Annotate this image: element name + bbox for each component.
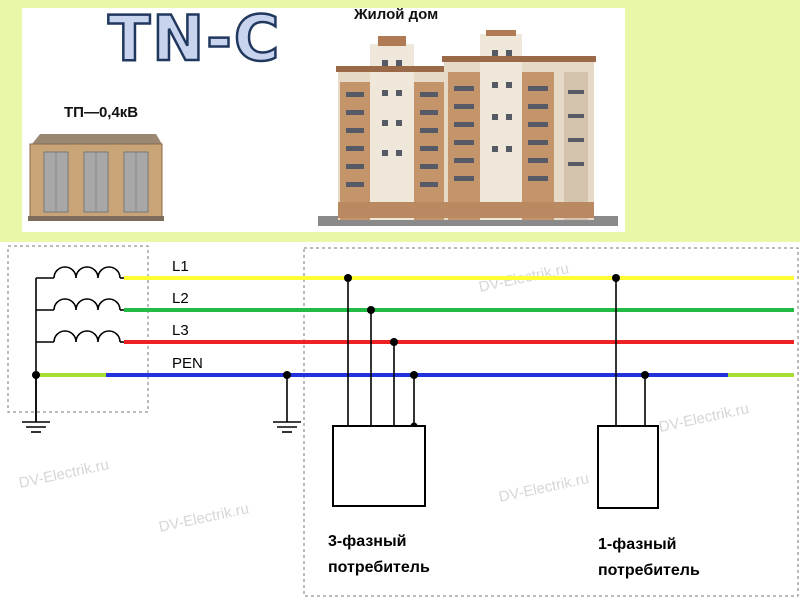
- three-phase-consumer-label: 3-фазный: [328, 533, 406, 550]
- transformer-windings: [35, 266, 121, 422]
- ground-symbol: [273, 375, 301, 433]
- watermark: DV-Electrik.ru: [17, 456, 110, 492]
- wire-label-l3: L3: [172, 322, 189, 339]
- ground-symbol: [22, 375, 50, 433]
- page-title: TN-C: [107, 2, 282, 75]
- three-phase-leads: [347, 278, 415, 435]
- substation-label: ТП—0,4кВ: [64, 104, 139, 121]
- single-phase-consumer-box: [597, 425, 659, 509]
- three-phase-consumer-box: [332, 425, 426, 507]
- wire-label-l1: L1: [172, 258, 189, 275]
- building-boundary: [303, 247, 799, 597]
- residential-building-image: [318, 30, 618, 226]
- substation-kiosk-image: [28, 134, 164, 221]
- tn-c-wiring-diagram: DV-Electrik.ru DV-Electrik.ru DV-Electri…: [7, 245, 799, 597]
- wire-label-l2: L2: [172, 290, 189, 307]
- watermark: DV-Electrik.ru: [497, 470, 590, 506]
- single-phase-consumer-label: потребитель: [598, 562, 700, 579]
- three-phase-consumer-label: потребитель: [328, 559, 430, 576]
- wire-label-pen: PEN: [172, 355, 203, 372]
- building-label: Жилой дом: [354, 6, 439, 23]
- single-phase-consumer-label: 1-фазный: [598, 536, 676, 553]
- substation-boundary: [7, 245, 149, 413]
- junction-dots: [32, 274, 649, 379]
- watermark: DV-Electrik.ru: [157, 500, 250, 536]
- single-phase-leads: [615, 278, 646, 435]
- watermark: DV-Electrik.ru: [657, 400, 750, 436]
- top-illustration-panel: TN-C Жилой дом ТП—0,4кВ: [0, 0, 800, 242]
